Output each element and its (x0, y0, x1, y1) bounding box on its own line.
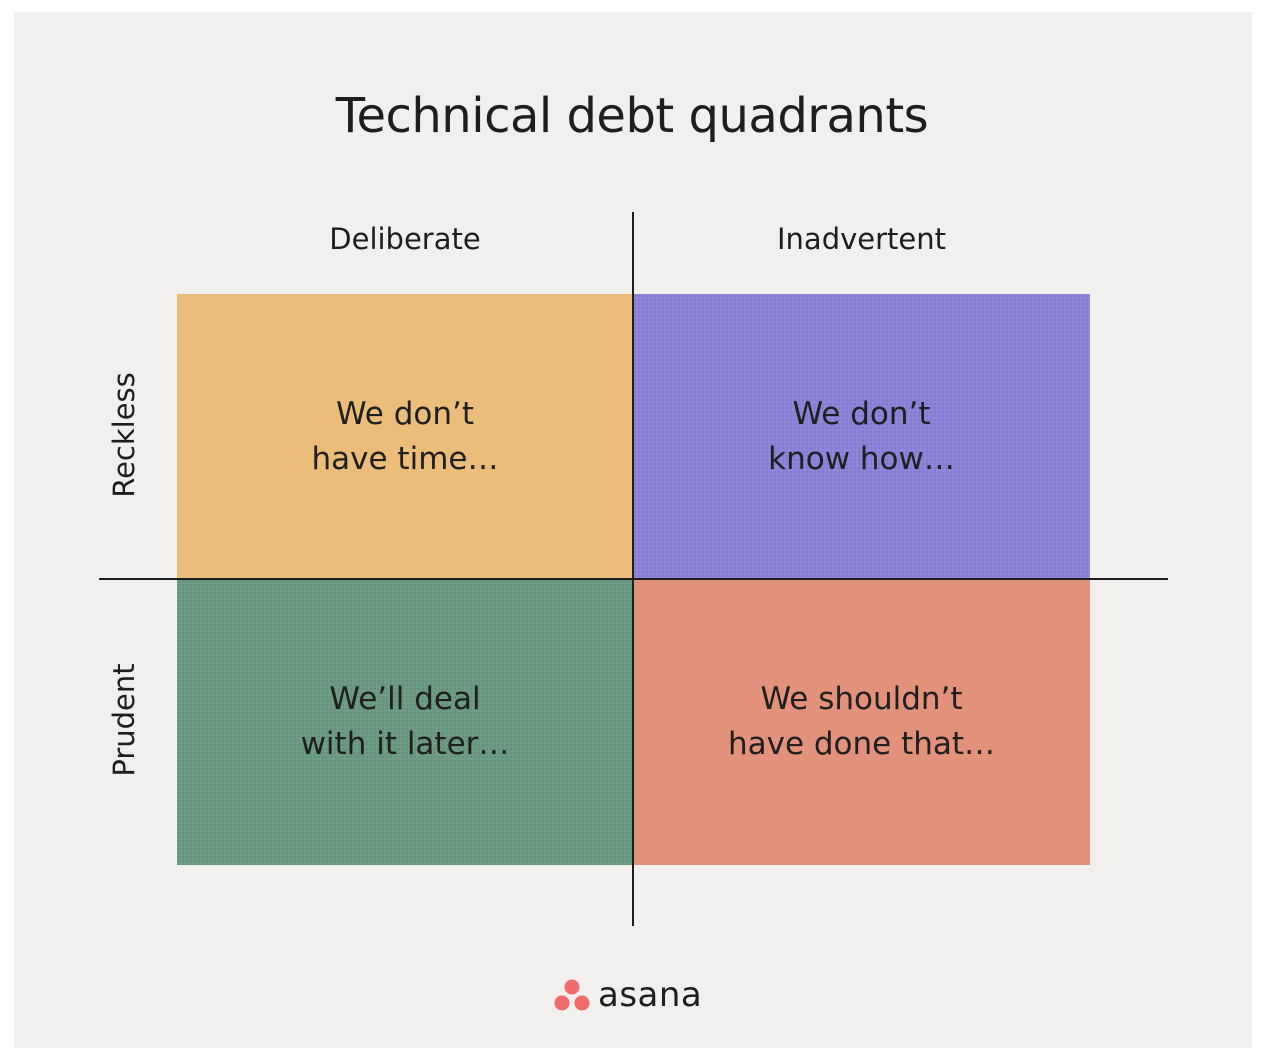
quadrant-reckless-deliberate: We don’t have time… (177, 294, 633, 579)
diagram-title: Technical debt quadrants (335, 88, 929, 144)
logo-wordmark: asana (598, 975, 703, 1015)
column-label-deliberate: Deliberate (329, 222, 481, 256)
row-label-prudent: Prudent (107, 663, 141, 777)
quadrant-text: We don’t have time… (311, 395, 499, 477)
column-label-inadvertent: Inadvertent (776, 222, 946, 256)
horizontal-axis-line (99, 578, 1168, 580)
row-label-reckless: Reckless (107, 372, 141, 498)
vertical-axis-line (632, 212, 634, 926)
asana-dots-icon (554, 979, 590, 1011)
quadrant-reckless-inadvertent: We don’t know how… (633, 294, 1090, 579)
asana-logo: asana (554, 972, 702, 1018)
quadrant-text: We shouldn’t have done that… (727, 681, 996, 762)
quadrant-prudent-deliberate: We’ll deal with it later… (177, 579, 633, 865)
quadrant-text: We’ll deal with it later… (300, 681, 510, 762)
quadrant-prudent-inadvertent: We shouldn’t have done that… (633, 579, 1090, 865)
quadrant-text: We don’t know how… (768, 395, 955, 477)
